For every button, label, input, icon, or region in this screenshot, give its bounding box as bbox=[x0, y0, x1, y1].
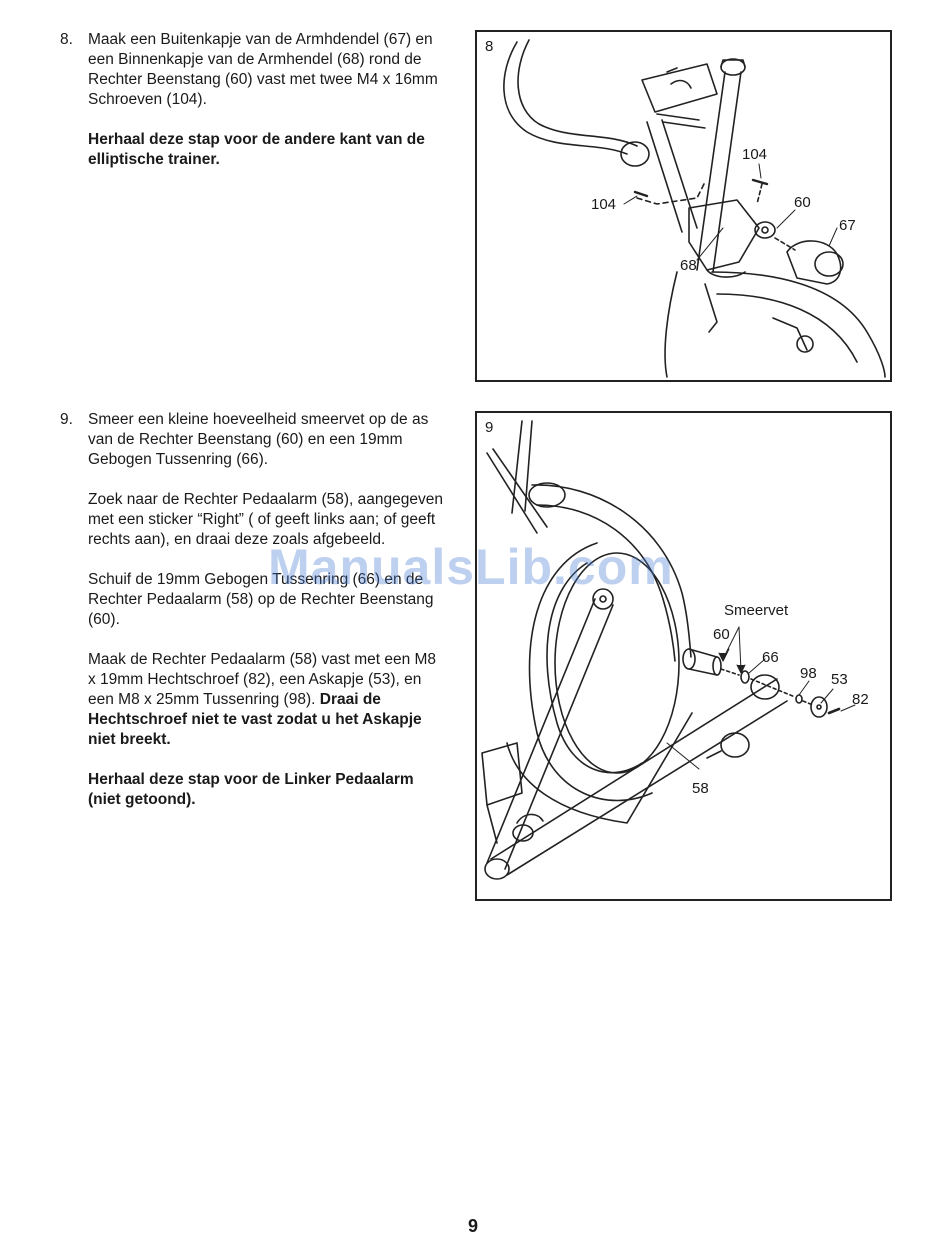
page-number: 9 bbox=[468, 1216, 479, 1236]
figure-9-label-98: 98 bbox=[800, 665, 817, 682]
figure-9-label-82: 82 bbox=[852, 691, 869, 708]
figure-9-drawing bbox=[481, 420, 856, 880]
figure-9-number: 9 bbox=[485, 419, 494, 436]
figure-9-label-60: 60 bbox=[713, 626, 730, 643]
step-9-locate-instruction: Zoek naar de Rechter Pedaalarm (58), aan… bbox=[88, 491, 443, 548]
figure-8-label-67: 67 bbox=[839, 217, 856, 234]
figure-9-label-66: 66 bbox=[762, 649, 779, 666]
step-9-number: 9. bbox=[60, 411, 73, 428]
step-9-attach-instruction: Maak de Rechter Pedaalarm (58) vast met … bbox=[88, 650, 448, 750]
step-9-note: Herhaal deze stap voor de Linker Pedaala… bbox=[88, 771, 414, 808]
figure-8: 8 bbox=[475, 30, 892, 382]
step-8-note: Herhaal deze stap voor de andere kant va… bbox=[88, 131, 425, 168]
step-9-grease-instruction: Smeer een kleine hoeveelheid smeervet op… bbox=[88, 411, 429, 468]
figure-9-label-53: 53 bbox=[831, 671, 848, 688]
figure-8-label-104-top: 104 bbox=[742, 146, 768, 163]
figure-8-drawing bbox=[503, 39, 886, 378]
figure-8-label-68: 68 bbox=[680, 257, 697, 274]
figure-8-label-104-left: 104 bbox=[591, 196, 617, 213]
figure-8-label-60: 60 bbox=[794, 194, 811, 211]
figure-8-number: 8 bbox=[485, 38, 494, 55]
step-9-attach-text: Maak de Rechter Pedaalarm (58) vast met … bbox=[88, 651, 437, 708]
step-8-number: 8. bbox=[60, 31, 73, 48]
step-8-instruction: Maak een Buitenkapje van de Armhdendel (… bbox=[88, 31, 438, 108]
figure-9-smeervet-label: Smeervet bbox=[724, 602, 789, 619]
figure-9: 9 bbox=[475, 411, 892, 901]
step-9-warning: Draai de Hechtschroef niet te vast zodat… bbox=[88, 691, 422, 748]
step-9-slide-instruction: Schuif de 19mm Gebogen Tussenring (66) e… bbox=[88, 571, 434, 628]
figure-9-label-58: 58 bbox=[692, 780, 709, 797]
watermark: ManualsLib.com bbox=[268, 539, 674, 595]
